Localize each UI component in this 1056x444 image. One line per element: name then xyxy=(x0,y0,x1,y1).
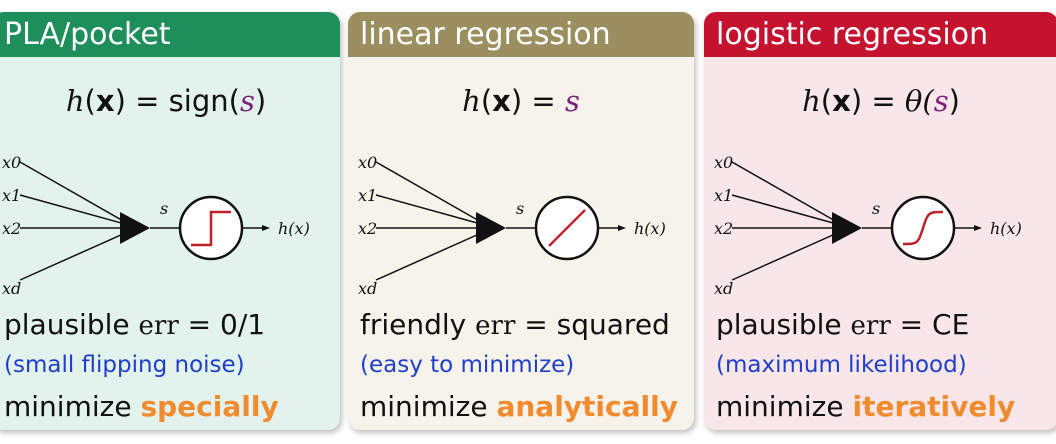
input-edge-x0 xyxy=(731,161,845,227)
sum-node xyxy=(120,212,150,244)
linear-activation-curve xyxy=(548,209,586,247)
input-edge-x1 xyxy=(731,194,845,227)
input-edge-xd xyxy=(19,229,133,281)
hypothesis-formula: h(x) = s xyxy=(462,84,580,118)
panel-pla: PLA/pocket h(x) = sign(s) x0 x1 x2 xd s … xyxy=(0,12,340,430)
error-measure: friendly err = squared xyxy=(360,308,670,341)
sum-node xyxy=(832,212,862,244)
input-label-x2: x2 xyxy=(2,219,21,238)
s-label: s xyxy=(516,199,524,218)
input-edge-xd xyxy=(375,229,489,281)
method-highlight: iteratively xyxy=(852,390,1016,423)
input-label-x2: x2 xyxy=(358,219,377,238)
method-highlight: analytically xyxy=(496,390,678,423)
error-measure: plausible err = 0/1 xyxy=(4,308,266,341)
panel-logistic-regression: logistic regression h(x) = θ(s) x0 x1 x2… xyxy=(704,12,1056,430)
input-label-xd: xd xyxy=(714,279,733,298)
input-edge-x1 xyxy=(19,194,133,227)
output-arrowhead xyxy=(262,225,270,231)
error-measure: plausible err = CE xyxy=(716,308,970,341)
panel-linear-regression: linear regression h(x) = s x0 x1 x2 xd s… xyxy=(348,12,694,430)
error-note: (easy to minimize) xyxy=(360,352,575,378)
minimize-method: minimize iteratively xyxy=(716,390,1016,423)
input-label-x1: x1 xyxy=(714,186,733,205)
input-edge-x0 xyxy=(375,161,489,227)
neuron-diagram: x0 x1 x2 xd s h(x) xyxy=(714,153,1022,298)
output-arrowhead xyxy=(974,225,982,231)
output-label: h(x) xyxy=(990,219,1022,238)
hypothesis-formula: h(x) = sign(s) xyxy=(65,84,267,118)
input-label-xd: xd xyxy=(2,279,21,298)
neuron-diagram: x0 x1 x2 xd s h(x) xyxy=(358,153,666,298)
step-activation-curve xyxy=(191,210,231,247)
minimize-method: minimize analytically xyxy=(360,390,678,423)
panel-title: linear regression xyxy=(348,12,694,57)
neuron-diagram: x0 x1 x2 xd s h(x) xyxy=(2,153,310,298)
input-label-x1: x1 xyxy=(2,186,21,205)
s-label: s xyxy=(160,199,168,218)
output-arrowhead xyxy=(618,225,626,231)
input-label-xd: xd xyxy=(358,279,377,298)
panel-title: logistic regression xyxy=(704,12,1056,57)
input-edge-x1 xyxy=(375,194,489,227)
input-label-x0: x0 xyxy=(2,153,21,172)
method-highlight: specially xyxy=(140,390,279,423)
sum-node xyxy=(476,212,506,244)
output-label: h(x) xyxy=(634,219,666,238)
input-label-x0: x0 xyxy=(358,153,377,172)
input-label-x2: x2 xyxy=(714,219,733,238)
error-note: (maximum likelihood) xyxy=(716,352,967,378)
hypothesis-formula: h(x) = θ(s) xyxy=(802,84,960,118)
output-label: h(x) xyxy=(278,219,310,238)
error-note: (small flipping noise) xyxy=(4,352,245,378)
sigmoid-activation-curve xyxy=(902,210,944,246)
input-edge-x0 xyxy=(19,161,133,227)
input-label-x0: x0 xyxy=(714,153,733,172)
input-label-x1: x1 xyxy=(358,186,377,205)
input-edge-xd xyxy=(731,229,845,281)
minimize-method: minimize specially xyxy=(4,390,279,423)
panel-title: PLA/pocket xyxy=(0,12,340,57)
s-label: s xyxy=(872,199,880,218)
